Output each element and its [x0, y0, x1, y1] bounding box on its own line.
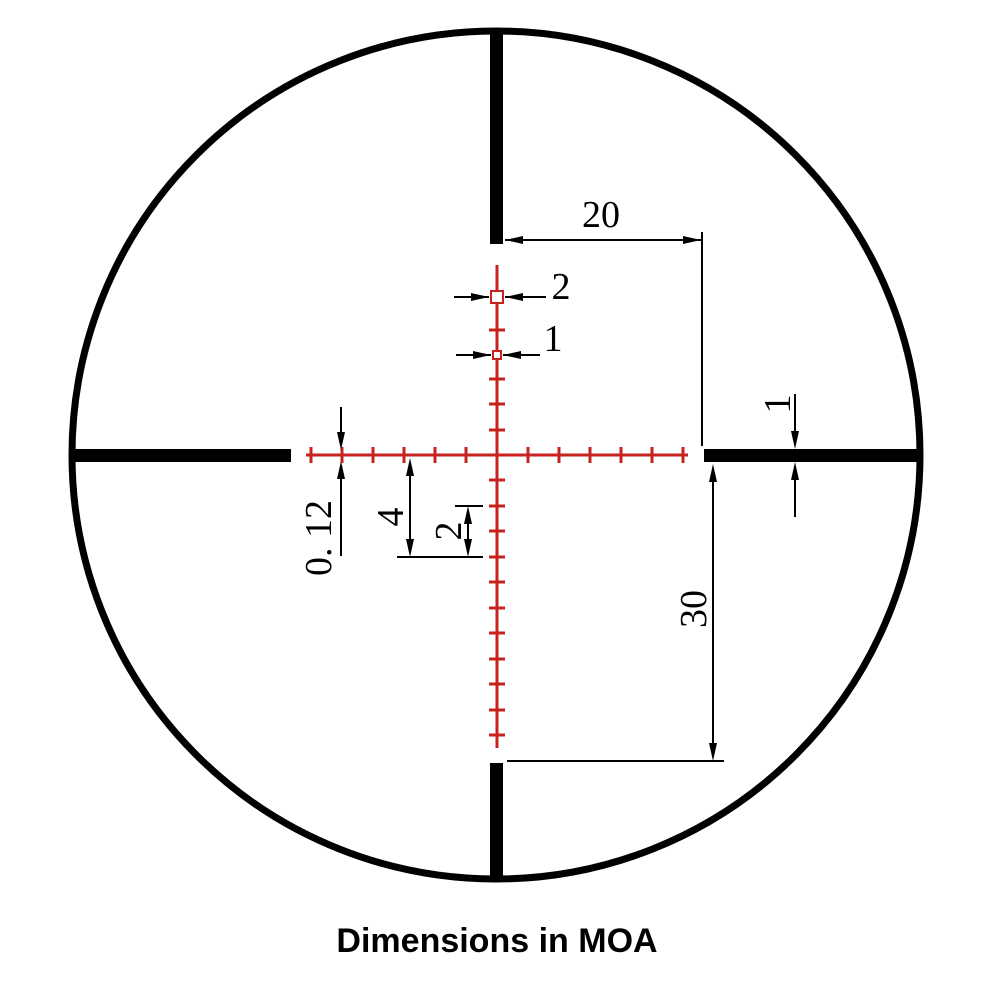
post-top: [490, 31, 503, 244]
arrowhead-left: [505, 293, 523, 301]
dimension-drop-4: 4: [370, 458, 483, 558]
tick-marks-horizontal: [309, 447, 685, 463]
dimension-offset-bottom: 30: [507, 464, 724, 762]
dim-label-20: 20: [582, 194, 620, 236]
arrowhead-down: [337, 432, 345, 450]
arrowhead-up: [791, 462, 799, 480]
dim-label-012: 0. 12: [298, 500, 340, 576]
dimension-small-square: 1: [456, 318, 563, 360]
dim-label-2-drop: 2: [428, 522, 470, 541]
post-bottom: [490, 763, 503, 879]
duplex-posts: [73, 31, 920, 879]
arrowhead-down: [791, 431, 799, 449]
arrowhead-down: [406, 539, 414, 557]
dim-label-2: 2: [552, 266, 571, 308]
arrowhead-left: [503, 351, 521, 359]
arrowhead-down: [464, 539, 472, 557]
arrowhead-down: [709, 743, 717, 761]
dimension-drop-2: 2: [428, 505, 483, 557]
dimension-offset-right: 20: [505, 194, 703, 446]
arrowhead-right: [473, 351, 491, 359]
post-right: [704, 449, 920, 462]
dim-label-4: 4: [370, 508, 412, 527]
arrowhead-up: [337, 461, 345, 479]
arrowhead-right: [683, 236, 701, 244]
marker-square-small: [492, 350, 502, 360]
dimension-large-square: 2: [454, 266, 571, 308]
arrowhead-up: [464, 506, 472, 524]
dimension-line-thickness: 0. 12: [298, 407, 345, 576]
fine-reticle: [306, 265, 688, 748]
tick-marks-vertical: [489, 328, 505, 737]
arrowhead-right: [471, 293, 489, 301]
arrowhead-up: [406, 458, 414, 476]
dimension-post-thickness: 1: [757, 394, 799, 517]
dim-label-1: 1: [544, 318, 563, 360]
arrowhead-left: [505, 236, 523, 244]
arrowhead-up: [709, 464, 717, 482]
post-left: [73, 449, 291, 462]
marker-square-large: [490, 290, 504, 304]
dim-label-30: 30: [673, 590, 715, 628]
caption: Dimensions in MOA: [336, 922, 657, 960]
dim-label-1-post: 1: [757, 395, 799, 414]
